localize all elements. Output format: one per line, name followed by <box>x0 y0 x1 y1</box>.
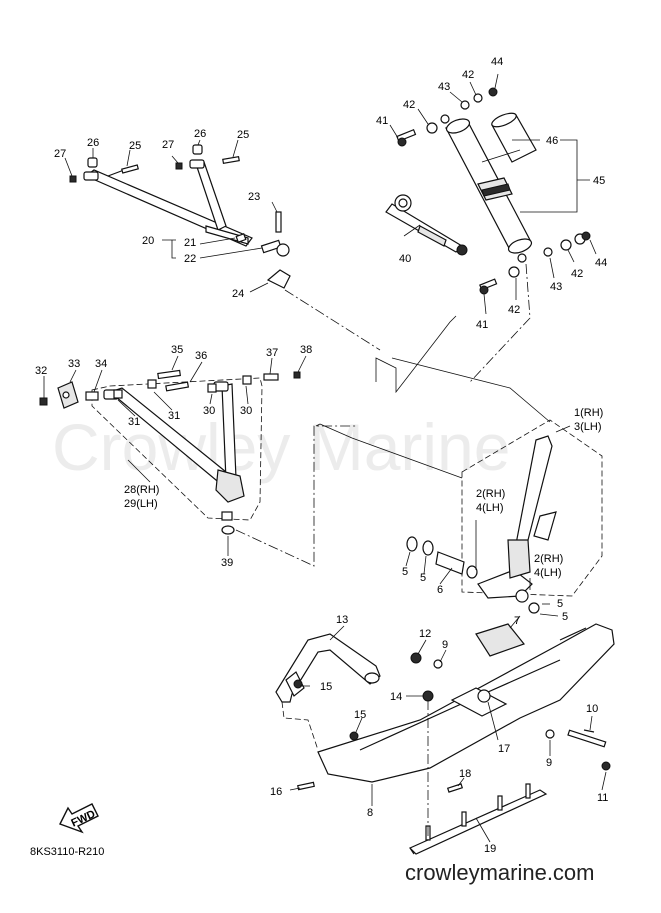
fwd-arrow-icon: FWD <box>59 803 99 834</box>
callout-38: 38 <box>300 344 312 356</box>
callout-9: 9 <box>442 639 448 651</box>
ski-hardware[interactable] <box>293 652 611 793</box>
callout-29-lh: 29(LH) <box>124 498 158 510</box>
callout-5: 5 <box>557 598 563 610</box>
callout-6: 6 <box>437 584 443 596</box>
callout-30: 30 <box>240 405 252 417</box>
callout-42: 42 <box>571 268 583 280</box>
callout-18: 18 <box>459 768 471 780</box>
callout-44: 44 <box>595 257 607 269</box>
ski[interactable] <box>317 623 615 783</box>
spindle-wear-bar[interactable] <box>475 623 525 657</box>
shock-adjuster-tool[interactable] <box>385 194 468 256</box>
callout-22: 22 <box>184 253 196 265</box>
lower-arm-hardware[interactable] <box>39 369 301 535</box>
callout-28-rh: 28(RH) <box>124 484 159 496</box>
callout-5: 5 <box>562 611 568 623</box>
callout-15: 15 <box>354 709 366 721</box>
callout-5: 5 <box>420 572 426 584</box>
callout-3-lh: 3(LH) <box>574 421 602 433</box>
callout-43: 43 <box>438 81 450 93</box>
callout-36: 36 <box>195 350 207 362</box>
callout-9: 9 <box>546 757 552 769</box>
callout-33: 33 <box>68 358 80 370</box>
callout-2-rh: 2(RH) <box>476 488 505 500</box>
diagram-code: 8KS3110-R210 <box>30 846 104 858</box>
callout-25: 25 <box>237 129 249 141</box>
callout-19: 19 <box>484 843 496 855</box>
ski-runner[interactable] <box>408 783 548 855</box>
upper-arm-bushings[interactable] <box>69 144 240 183</box>
shock-bottom-hardware[interactable] <box>479 231 591 295</box>
upper-a-arm[interactable] <box>83 159 253 247</box>
callout-43: 43 <box>550 281 562 293</box>
callout-14: 14 <box>390 691 402 703</box>
callout-31: 31 <box>168 410 180 422</box>
callout-46: 46 <box>546 135 558 147</box>
ski-spindle[interactable] <box>477 435 557 599</box>
callout-1-rh: 1(RH) <box>574 407 603 419</box>
callout-24: 24 <box>232 288 244 300</box>
watermark-text: Crowley Marine <box>52 410 510 484</box>
callout-7: 7 <box>514 615 520 627</box>
callout-16: 16 <box>270 786 282 798</box>
callout-42: 42 <box>508 304 520 316</box>
shock-spring-cover[interactable] <box>490 110 537 163</box>
fwd-label: FWD <box>69 808 97 829</box>
callout-27: 27 <box>162 139 174 151</box>
callout-15: 15 <box>320 681 332 693</box>
callout-30: 30 <box>203 405 215 417</box>
callout-4-lh: 4(LH) <box>534 567 562 579</box>
callout-8: 8 <box>367 807 373 819</box>
callout-41: 41 <box>376 115 388 127</box>
callout-26: 26 <box>87 137 99 149</box>
callout-25: 25 <box>129 140 141 152</box>
callout-4-lh: 4(LH) <box>476 502 504 514</box>
callout-17: 17 <box>498 743 510 755</box>
callout-44: 44 <box>491 56 503 68</box>
callout-13: 13 <box>336 614 348 626</box>
callout-2-rh: 2(RH) <box>534 553 563 565</box>
shock-top-hardware[interactable] <box>396 87 498 147</box>
callout-42: 42 <box>462 69 474 81</box>
callout-31: 31 <box>128 416 140 428</box>
spindle-bushings[interactable] <box>406 536 540 614</box>
callout-40: 40 <box>399 253 411 265</box>
callout-41: 41 <box>476 319 488 331</box>
callout-32: 32 <box>35 365 47 377</box>
lower-a-arm[interactable] <box>103 381 245 521</box>
callout-5: 5 <box>402 566 408 578</box>
callout-11: 11 <box>597 792 608 804</box>
website-footer: crowleymarine.com <box>405 860 595 885</box>
callout-12: 12 <box>419 628 431 640</box>
callout-20: 20 <box>142 235 154 247</box>
callout-35: 35 <box>171 344 183 356</box>
callout-45: 45 <box>593 175 605 187</box>
callout-27: 27 <box>54 148 66 160</box>
callout-10: 10 <box>586 703 598 715</box>
callout-34: 34 <box>95 358 107 370</box>
callout-21: 21 <box>184 237 196 249</box>
shock-absorber[interactable] <box>445 116 534 263</box>
callout-23: 23 <box>248 191 260 203</box>
callout-26: 26 <box>194 128 206 140</box>
upper-ball-joint[interactable] <box>235 211 291 289</box>
callout-42: 42 <box>403 99 415 111</box>
callout-37: 37 <box>266 347 278 359</box>
callout-39: 39 <box>221 557 233 569</box>
